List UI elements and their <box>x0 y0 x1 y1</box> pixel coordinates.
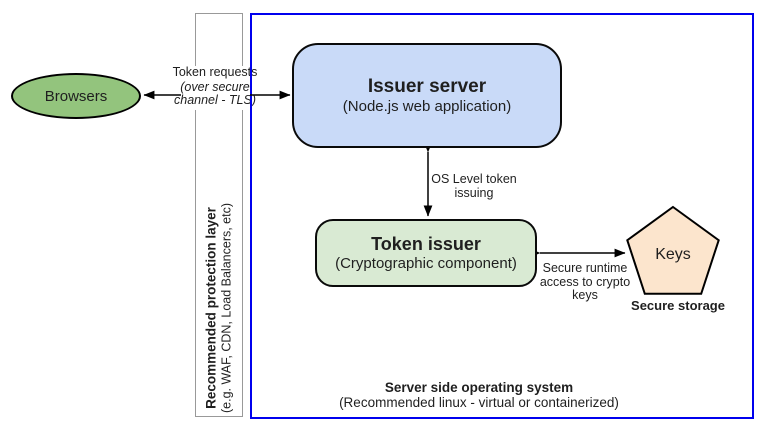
keys-pentagon-shape <box>626 205 720 295</box>
os-caption-subtitle: (Recommended linux - virtual or containe… <box>339 395 619 410</box>
token-issuer-subtitle: (Cryptographic component) <box>335 255 517 272</box>
protection-layer-subtitle: (e.g. WAF, CDN, Load Balancers, etc) <box>219 202 234 414</box>
token-issuer-node: Token issuer (Cryptographic component) <box>315 219 537 287</box>
browsers-label: Browsers <box>44 87 108 105</box>
os-token-issuing-line1: OS Level token <box>431 172 517 186</box>
keys-node-label: Keys <box>655 246 691 263</box>
secure-runtime-line1: Secure runtime <box>542 261 628 275</box>
issuer-server-node: Issuer server (Node.js web application) <box>292 43 562 148</box>
browsers-node: Browsers <box>11 73 141 119</box>
token-requests-label-line3: channel - TLS) <box>174 93 256 107</box>
os-caption-title: Server side operating system <box>384 380 574 395</box>
os-token-issuing-label: OS Level token issuing <box>424 172 524 200</box>
secure-storage-caption: Secure storage <box>631 298 725 313</box>
protection-layer-label: Recommended protection layer (e.g. WAF, … <box>204 203 235 413</box>
os-token-issuing-line2: issuing <box>454 185 494 200</box>
token-requests-label-line1: Token requests <box>172 65 258 79</box>
secure-runtime-line2: access to crypto <box>539 274 631 289</box>
token-requests-label-line2: (over secure <box>180 79 250 94</box>
os-caption: Server side operating system (Recommende… <box>279 380 679 410</box>
secure-runtime-label: Secure runtime access to crypto keys <box>531 261 639 303</box>
token-requests-arrow-label: Token requests (over secure channel - TL… <box>162 65 268 110</box>
secure-runtime-line3: keys <box>572 288 598 302</box>
protection-layer-title: Recommended protection layer <box>203 207 219 409</box>
issuer-server-title: Issuer server <box>367 76 487 97</box>
token-issuer-title: Token issuer <box>371 234 481 254</box>
issuer-server-subtitle: (Node.js web application) <box>342 98 512 115</box>
